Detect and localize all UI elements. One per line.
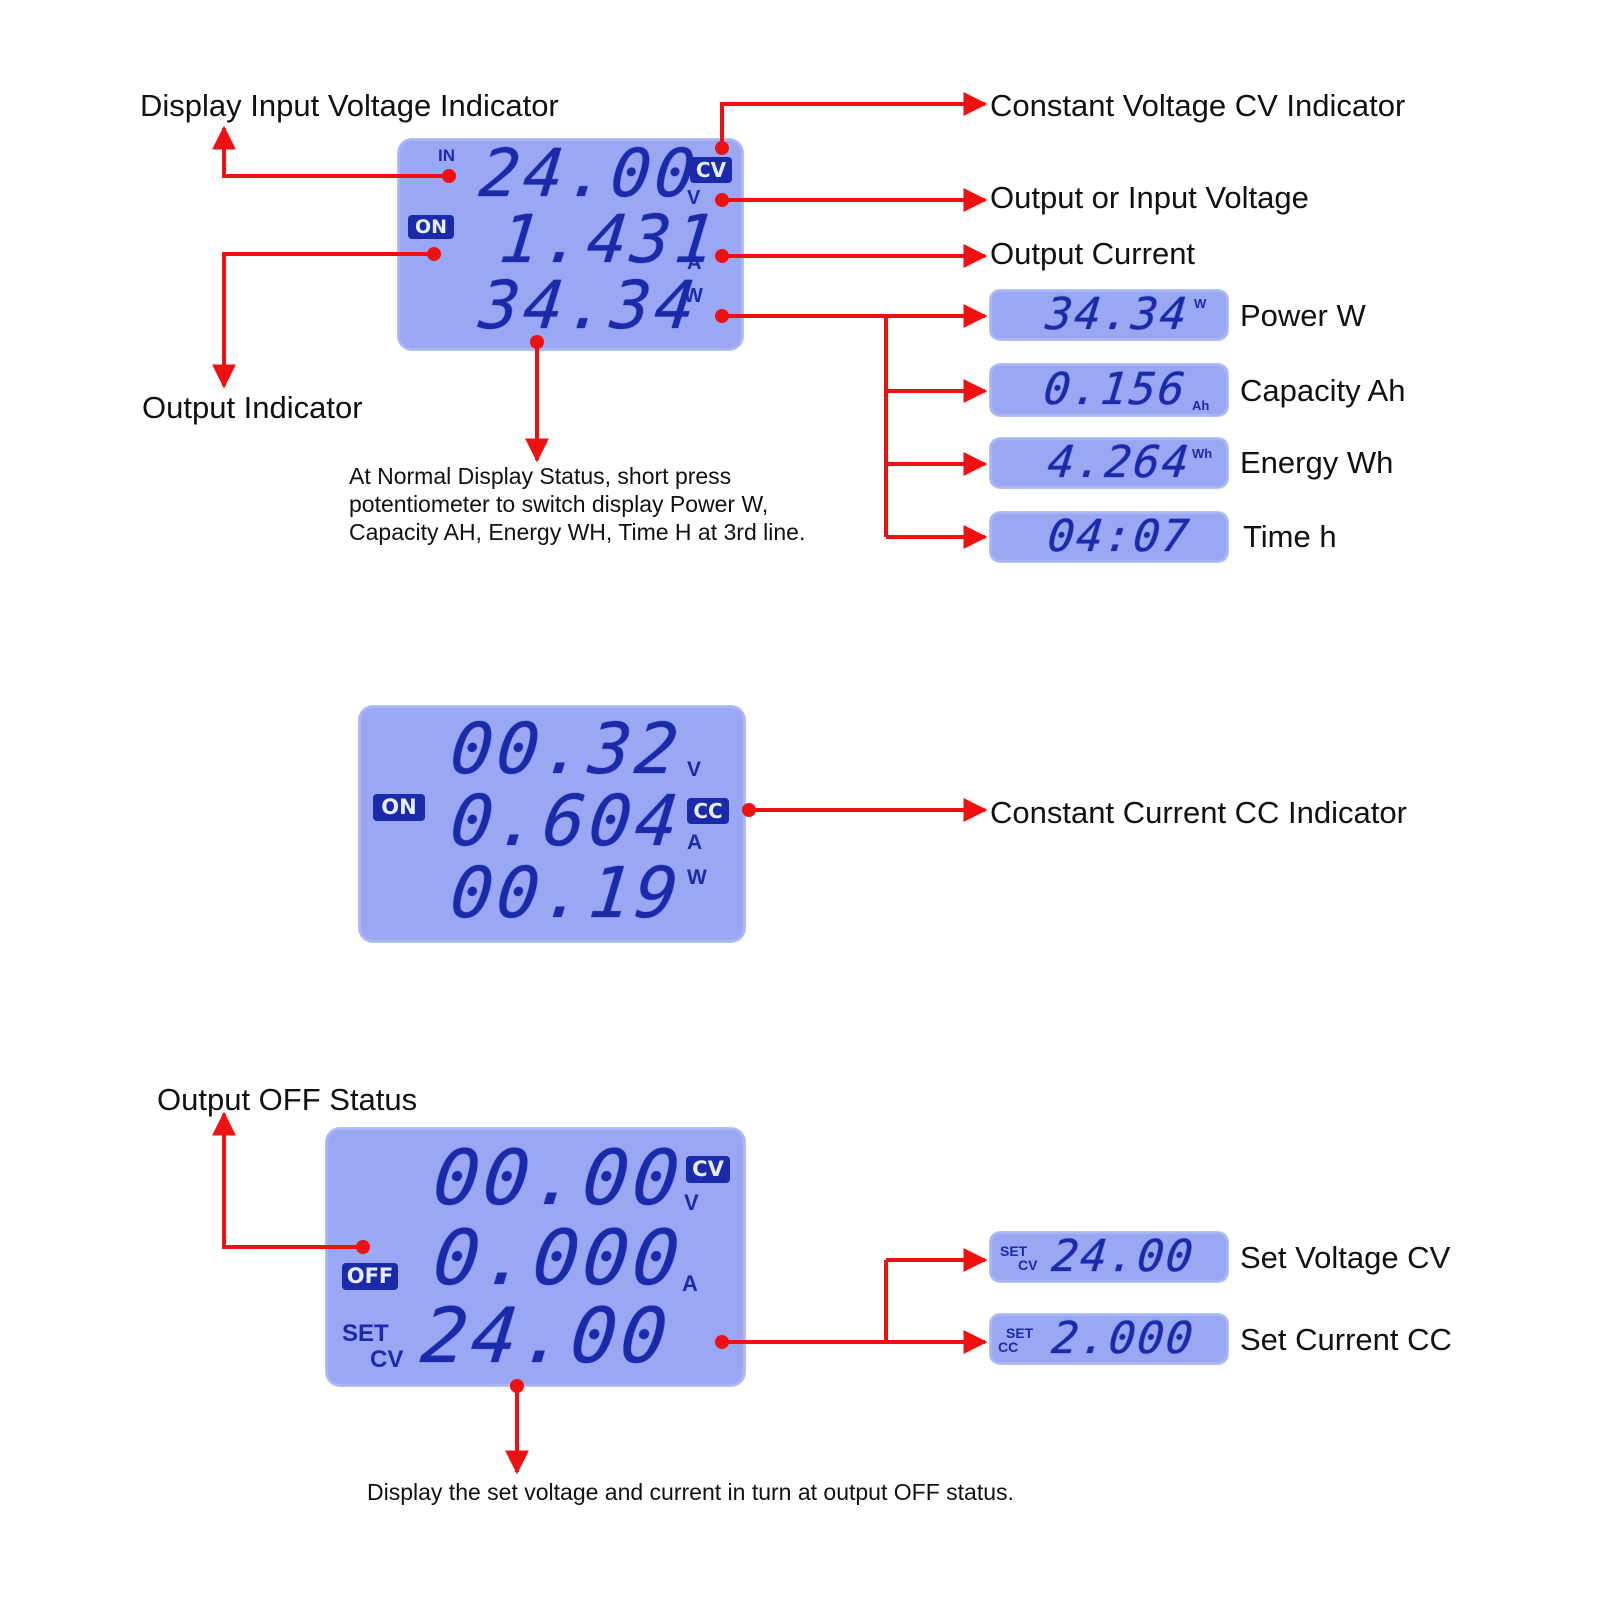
off-voltage-unit: V — [684, 1190, 699, 1215]
power-readout: 34.34 — [476, 267, 703, 344]
off-badge: OFF — [342, 1263, 398, 1290]
cc-voltage-readout: 00.32 — [446, 708, 687, 790]
off-voltage-readout: 00.00 — [429, 1133, 688, 1222]
mini-lcd-time: 04:07 — [990, 511, 1228, 562]
off-set-readout: 24.00 — [417, 1291, 676, 1380]
mini-lcd-power: 34.34 W — [990, 289, 1228, 340]
mini-power-unit: W — [1194, 296, 1207, 311]
label-set-voltage: Set Voltage CV — [1240, 1240, 1451, 1275]
voltage-unit: V — [687, 187, 701, 209]
mini-lcd-energy: 4.264 Wh — [990, 437, 1228, 488]
lcd-panel-off: CV OFF 00.00 V 0.000 A 24.00 SET CV — [326, 1128, 745, 1386]
mini-set-tag-voltage: SET — [1000, 1243, 1028, 1259]
mini-cc-tag: CC — [998, 1339, 1019, 1355]
voltage-readout: 24.00 — [476, 135, 703, 212]
cv-tag: CV — [370, 1346, 404, 1373]
mini-lcd-capacity: 0.156 Ah — [990, 364, 1228, 416]
note-normal-display: At Normal Display Status, short press po… — [349, 462, 805, 546]
lcd-panel-normal: IN CV ON 24.00 V 1.431 A 34.34 W — [398, 135, 743, 350]
cc-badge: CC — [687, 798, 729, 824]
cc-voltage-unit: V — [687, 758, 702, 781]
current-unit: A — [687, 252, 702, 274]
off-current-unit: A — [682, 1271, 698, 1296]
mini-cv-tag: CV — [1018, 1257, 1038, 1273]
label-energy: Energy Wh — [1240, 445, 1394, 480]
mini-lcd-set-current: SET CC 2.000 — [990, 1313, 1228, 1364]
label-display-input-voltage: Display Input Voltage Indicator — [140, 88, 559, 123]
label-power: Power W — [1240, 298, 1366, 333]
label-output-indicator: Output Indicator — [142, 390, 363, 425]
note-line-3: Capacity AH, Energy WH, Time H at 3rd li… — [349, 519, 806, 545]
mini-power-value: 34.34 — [1043, 289, 1192, 340]
note-line-2: potentiometer to switch display Power W, — [349, 491, 769, 517]
label-set-current: Set Current CC — [1240, 1322, 1452, 1357]
label-time: Time h — [1243, 519, 1337, 554]
mini-capacity-value: 0.156 — [1041, 364, 1190, 415]
label-constant-voltage: Constant Voltage CV Indicator — [990, 88, 1406, 123]
label-output-off-status: Output OFF Status — [157, 1082, 418, 1117]
set-tag: SET — [342, 1320, 389, 1347]
note-line-1: At Normal Display Status, short press — [349, 463, 732, 489]
mini-lcd-set-voltage: SET CV 24.00 — [990, 1231, 1228, 1282]
mini-set-current-value: 2.000 — [1049, 1313, 1198, 1364]
note-off-status: Display the set voltage and current in t… — [367, 1479, 1014, 1505]
cc-power-unit: W — [687, 866, 707, 889]
in-tag: IN — [438, 146, 455, 165]
mini-energy-value: 4.264 — [1045, 437, 1194, 488]
label-output-or-input-voltage: Output or Input Voltage — [990, 180, 1309, 215]
cv-badge-off: CV — [686, 1156, 730, 1183]
off-current-readout: 0.000 — [429, 1213, 688, 1302]
mini-energy-unit: Wh — [1192, 446, 1213, 461]
mini-time-value: 04:07 — [1045, 511, 1194, 562]
cc-current-readout: 0.604 — [446, 780, 687, 862]
label-output-current: Output Current — [990, 236, 1196, 271]
label-constant-current: Constant Current CC Indicator — [990, 795, 1407, 830]
cc-power-readout: 00.19 — [446, 852, 687, 934]
mini-set-tag-current: SET — [1006, 1325, 1034, 1341]
mini-capacity-unit: Ah — [1192, 398, 1210, 413]
on-badge-cc: ON — [373, 794, 425, 821]
on-badge: ON — [408, 215, 454, 239]
label-capacity: Capacity Ah — [1240, 373, 1406, 408]
power-unit: W — [684, 285, 703, 307]
arrow-cv-indicator — [720, 92, 988, 148]
mini-set-voltage-value: 24.00 — [1049, 1231, 1198, 1282]
lcd-panel-cc: ON CC 00.32 V 0.604 A 00.19 W — [359, 706, 745, 942]
cv-badge: CV — [690, 157, 732, 183]
cc-current-unit: A — [687, 831, 703, 854]
